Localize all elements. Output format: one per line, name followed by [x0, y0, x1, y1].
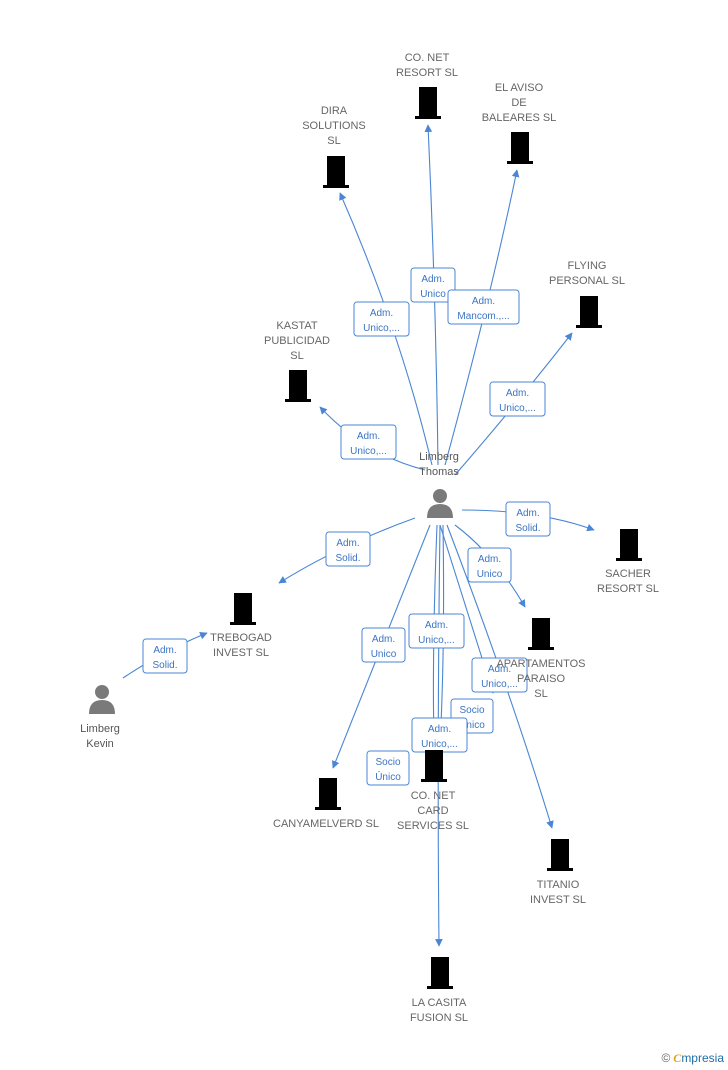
building-icon [315, 778, 341, 810]
copyright-symbol: © [661, 1051, 671, 1065]
edge-label-apartamentos[interactable]: Adm.Unico [467, 547, 512, 583]
person-icon [89, 685, 115, 714]
building-icon [323, 156, 349, 188]
company-label: CANYAMELVERD SL [273, 818, 379, 830]
edge-label-kastat[interactable]: Adm.Unico,... [340, 424, 397, 460]
edge-label-card-2[interactable]: Adm.Unico,... [411, 717, 468, 753]
edge-label-trebogad-kevin[interactable]: Adm.Solid. [142, 638, 188, 674]
edge-label-text: Adm.Unico,... [418, 620, 455, 646]
edge-label-sacher[interactable]: Adm.Solid. [505, 501, 551, 537]
edge-label-dira[interactable]: Adm.Unico,... [353, 301, 410, 337]
building-icon [547, 839, 573, 871]
building-icon [421, 750, 447, 782]
edge-label-card-1[interactable]: Adm.Unico,... [408, 613, 465, 649]
edge-label-text: Adm.Solid. [515, 508, 540, 534]
building-icon [415, 87, 441, 119]
brand-name: mpresia [681, 1051, 724, 1065]
edge-label-el-aviso[interactable]: Adm.Mancom.,... [447, 289, 520, 325]
edge-label-text: Adm.Mancom.,... [457, 296, 509, 322]
building-icon [427, 957, 453, 989]
edge-label-flying[interactable]: Adm.Unico,... [489, 381, 546, 417]
edge-label-text: Adm.Unico [420, 274, 446, 300]
person-icon [427, 489, 453, 518]
building-icon [528, 618, 554, 650]
edge-label-trebogad-thomas[interactable]: Adm.Solid. [325, 531, 371, 567]
brand-initial: C [673, 1051, 682, 1065]
edge-label-text: Adm.Unico,... [421, 724, 458, 750]
building-icon [230, 593, 256, 625]
building-icon [285, 370, 311, 402]
building-icon [616, 529, 642, 561]
edge-label-text: Adm.Unico [477, 554, 503, 580]
edge-label-text: Adm.Unico,... [481, 664, 518, 690]
edge-label-titanio[interactable]: Adm.Unico,... [471, 657, 528, 693]
edge-label-text: Adm.Unico [371, 634, 397, 660]
company-node-canyamelverd[interactable]: CANYAMELVERD SL [273, 778, 379, 830]
edge-label-text: Adm.Solid. [152, 645, 177, 671]
edge-label-co-net-resort[interactable]: Adm.Unico [410, 267, 456, 303]
edge-label-text: Adm.Unico,... [363, 308, 400, 334]
building-icon [576, 296, 602, 328]
edge-label-text: Adm.Solid. [335, 538, 360, 564]
building-icon [507, 132, 533, 164]
footer-brand[interactable]: ©Cmpresia [661, 1051, 724, 1066]
edge-label-text: Adm.Unico,... [499, 388, 536, 414]
edge-label-text: Adm.Unico,... [350, 431, 387, 457]
edge-label-canyamelverd[interactable]: Adm.Unico [361, 627, 406, 663]
